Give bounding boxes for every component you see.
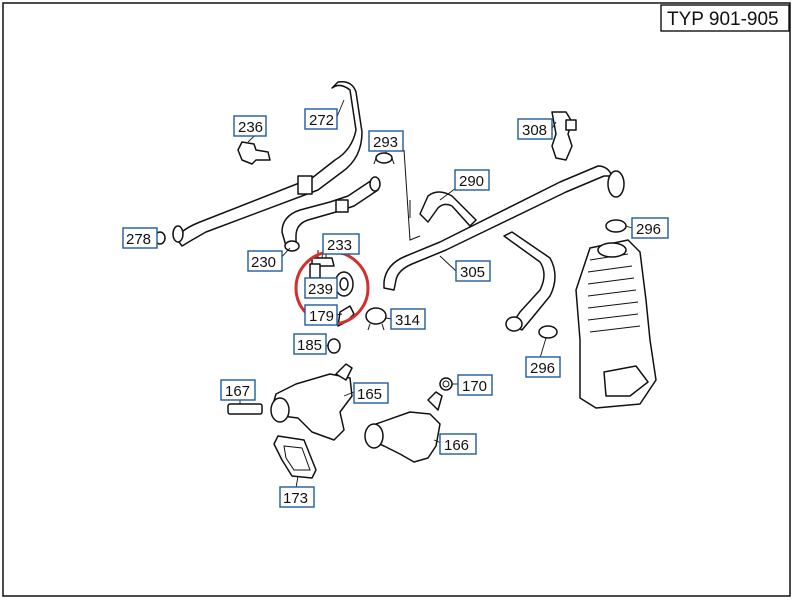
part-173-gasket xyxy=(273,435,317,479)
callout-230-label: 230 xyxy=(251,254,276,271)
callout-314[interactable]: 314 xyxy=(390,308,426,330)
callout-170-label: 170 xyxy=(462,378,487,395)
callout-296-lower-label: 296 xyxy=(530,360,555,377)
part-296-clamp-lower xyxy=(538,325,558,339)
model-label: TYP 901-905 xyxy=(660,4,790,32)
callout-272[interactable]: 272 xyxy=(304,108,338,130)
callout-296-upper-label: 296 xyxy=(636,221,661,238)
part-185-plug xyxy=(327,338,341,354)
callout-173-label: 173 xyxy=(283,490,308,507)
callout-170[interactable]: 170 xyxy=(457,374,493,396)
callout-167-label: 167 xyxy=(225,383,250,400)
callout-165[interactable]: 165 xyxy=(353,382,389,404)
part-293-clip xyxy=(373,152,395,165)
callout-305-label: 305 xyxy=(460,264,485,281)
callout-233[interactable]: 233 xyxy=(322,233,360,255)
part-296-clamp-upper xyxy=(605,219,627,233)
callout-308-label: 308 xyxy=(522,122,547,139)
part-290-305-hose xyxy=(383,149,625,332)
part-308-connector xyxy=(551,111,577,161)
callout-230[interactable]: 230 xyxy=(247,250,283,272)
callout-308[interactable]: 308 xyxy=(517,118,553,140)
callout-185-label: 185 xyxy=(297,337,322,354)
part-314-clamp xyxy=(365,307,387,331)
callout-296-upper[interactable]: 296 xyxy=(631,217,669,239)
callout-233-label: 233 xyxy=(327,237,352,254)
callout-179-label: 179 xyxy=(309,308,334,325)
part-166-housing xyxy=(364,391,443,463)
callout-290[interactable]: 290 xyxy=(454,169,490,191)
callout-236-label: 236 xyxy=(238,119,263,136)
callout-239[interactable]: 239 xyxy=(304,277,338,299)
callout-165-label: 165 xyxy=(357,386,382,403)
callout-167[interactable]: 167 xyxy=(220,379,256,401)
callout-314-label: 314 xyxy=(395,312,420,329)
callout-166-label: 166 xyxy=(444,437,469,454)
callout-166[interactable]: 166 xyxy=(439,433,477,455)
callout-290-label: 290 xyxy=(459,173,484,190)
part-165-housing xyxy=(270,363,353,441)
model-label-text: TYP 901-905 xyxy=(667,9,779,30)
callout-296-lower[interactable]: 296 xyxy=(525,356,561,378)
part-170-ring xyxy=(439,377,453,391)
part-radiator xyxy=(575,239,657,409)
callout-278[interactable]: 278 xyxy=(122,227,158,249)
callout-305[interactable]: 305 xyxy=(455,260,491,282)
part-236-bolt xyxy=(237,141,271,165)
callout-185[interactable]: 185 xyxy=(293,333,327,355)
part-167-stud xyxy=(227,403,263,415)
callout-278-label: 278 xyxy=(126,231,151,248)
callout-293-label: 293 xyxy=(373,134,398,151)
callout-179[interactable]: 179 xyxy=(304,304,338,326)
part-239-seal-ring xyxy=(309,263,354,297)
callout-272-label: 272 xyxy=(309,112,334,129)
callout-293[interactable]: 293 xyxy=(368,130,404,152)
callout-236[interactable]: 236 xyxy=(233,115,267,137)
part-272-pipe xyxy=(172,80,363,247)
callout-173[interactable]: 173 xyxy=(279,486,315,508)
part-230-pipe xyxy=(281,176,381,252)
callout-239-label: 239 xyxy=(308,281,333,298)
